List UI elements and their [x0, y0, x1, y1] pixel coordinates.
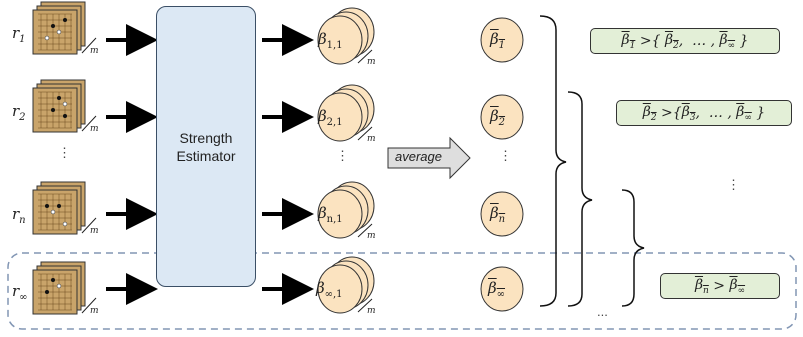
estimator-line-2: Estimator: [176, 147, 236, 164]
avg-beta-label-1: β1: [490, 30, 506, 51]
avg-beta-label-2: β2: [490, 107, 506, 128]
comparison-box-n: βn > β∞: [660, 273, 780, 299]
beta-stack-inf: [317, 256, 375, 314]
board-stack-rinf: [32, 261, 86, 315]
beta-m-bracket-2: [357, 126, 373, 141]
horizontal-dots-comparisons: ...: [597, 304, 608, 319]
m-label-rn: m: [90, 226, 99, 236]
beta-m-bracket-inf: [357, 298, 373, 313]
infinity-row-highlight: [7, 252, 797, 330]
vertical-dots-comparisons: ⋮: [727, 177, 740, 192]
beta-label-n: βn,1: [318, 204, 343, 225]
avg-beta-label-n: βn: [490, 204, 506, 225]
beta-m-bracket-n: [357, 223, 373, 238]
comparison-box-2: β2 >{β3, … , β∞ }: [616, 100, 792, 126]
brace-1: [539, 15, 567, 307]
beta-m-bracket-1: [357, 49, 373, 64]
comparison-box-1: β1 >{ β2, … , β∞ }: [590, 28, 780, 54]
beta-stack-1: [317, 7, 375, 65]
m-label-r1: m: [90, 46, 99, 56]
vertical-dots-boards: ⋮: [58, 145, 71, 160]
average-label: average: [395, 149, 442, 164]
m-bracket-rinf: [81, 297, 97, 314]
avg-beta-circle-2: [480, 94, 524, 140]
m-bracket-r2: [81, 115, 97, 132]
vertical-dots-betas: ⋮: [336, 148, 349, 163]
avg-beta-circle-n: [480, 191, 524, 237]
avg-beta-label-inf: β∞: [488, 279, 506, 300]
avg-beta-circle-1: [480, 17, 524, 63]
beta-stack-2: [317, 84, 375, 142]
brace-2: [567, 91, 593, 307]
estimator-line-1: Strength: [179, 129, 233, 146]
beta-m-label-2: m: [367, 134, 376, 144]
beta-label-2: β2,1: [318, 107, 343, 128]
beta-m-label-1: m: [367, 57, 376, 67]
m-label-r2: m: [90, 124, 99, 134]
avg-beta-circle-inf: [480, 266, 524, 312]
board-stack-r2: [32, 79, 86, 133]
beta-m-label-n: m: [367, 231, 376, 241]
row-label-rinf: r∞: [12, 282, 28, 303]
average-arrow: [387, 136, 471, 180]
brace-n: [621, 189, 645, 307]
m-label-rinf: m: [90, 306, 99, 316]
row-label-r2: r2: [12, 102, 26, 123]
m-bracket-r1: [81, 37, 97, 54]
beta-stack-n: [317, 181, 375, 239]
row-label-rn: rn: [12, 205, 26, 226]
board-stack-rn: [32, 181, 86, 235]
m-bracket-rn: [81, 217, 97, 234]
beta-label-1: β1,1: [318, 30, 343, 51]
row-label-r1: r1: [12, 24, 26, 45]
beta-label-inf: β∞,1: [316, 279, 343, 300]
vertical-dots-avg: ⋮: [499, 148, 512, 163]
beta-m-label-inf: m: [367, 306, 376, 316]
board-stack-r1: [32, 1, 86, 55]
